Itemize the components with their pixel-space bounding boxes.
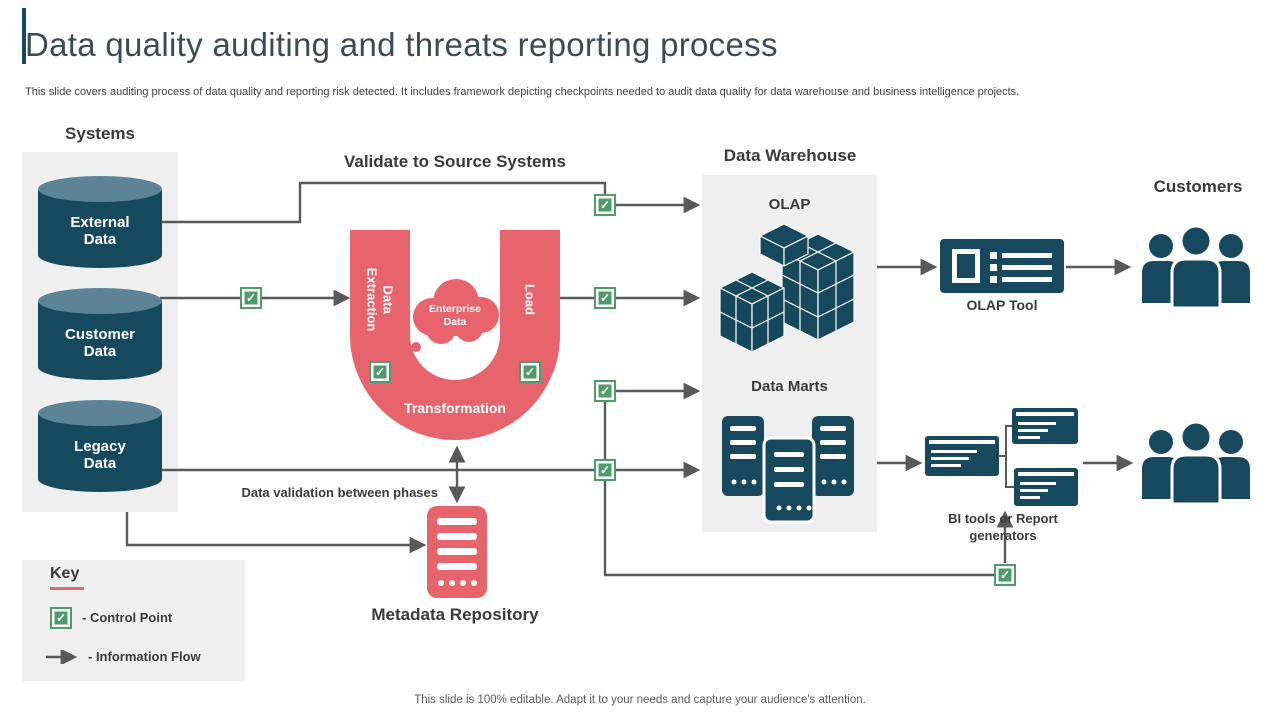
cylinder-top <box>38 400 162 426</box>
etl-u-shape <box>350 230 560 440</box>
key-title-underline <box>50 587 84 590</box>
page-title: Data quality auditing and threats report… <box>25 26 778 63</box>
key-information-flow-label: - Information Flow <box>88 649 201 664</box>
customers-icon-bottom <box>1142 420 1250 506</box>
footer-note: This slide is 100% editable. Adapt it to… <box>414 694 866 706</box>
data-marts-icon <box>722 416 854 524</box>
transformation-label: Transformation <box>404 400 506 416</box>
control-point-checkbox <box>594 380 616 402</box>
metadata-repository-label: Metadata Repository <box>371 605 539 624</box>
data-validation-label: Data validation between phases <box>241 485 438 500</box>
database-external-data: External Data <box>38 176 162 268</box>
validate-header: Validate to Source Systems <box>343 152 567 171</box>
control-point-checkbox <box>50 607 72 629</box>
cylinder-top <box>38 288 162 314</box>
control-point-checkbox <box>994 564 1016 586</box>
key-panel: Key - Control Point - Information Flow <box>22 560 245 681</box>
systems-header: Systems <box>65 124 135 143</box>
data-marts-label: Data Marts <box>751 378 828 395</box>
data-warehouse-header: Data Warehouse <box>723 146 857 165</box>
control-point-checkbox <box>594 459 616 481</box>
enterprise-data-cloud-icon <box>402 279 499 359</box>
control-point-checkbox <box>594 287 616 309</box>
bi-report-window-left <box>925 436 999 476</box>
customers-icon-top <box>1142 224 1250 310</box>
control-point-checkbox <box>519 361 541 383</box>
metadata-repository-icon <box>427 506 487 598</box>
bi-tools-icon <box>925 408 1078 506</box>
database-legacy-data: Legacy Data <box>38 400 162 492</box>
load-label: Load <box>522 283 538 316</box>
customers-header: Customers <box>1153 177 1243 196</box>
accent-bar <box>22 8 26 64</box>
flow-legacy-to-metadata <box>125 512 427 554</box>
database-customer-data: Customer Data <box>38 288 162 380</box>
key-control-point-label: - Control Point <box>82 610 173 625</box>
slide-subtitle: This slide covers auditing process of da… <box>25 86 1020 98</box>
flow-external-to-checkpoint <box>160 181 607 224</box>
database-label: External Data <box>70 214 130 249</box>
cylinder-top <box>38 176 162 202</box>
bi-report-window-bottom <box>1014 468 1078 506</box>
control-point-checkbox <box>369 361 391 383</box>
olap-tool-icon <box>940 239 1064 293</box>
control-point-checkbox <box>240 287 262 309</box>
enterprise-data-label: Enterprise Data <box>429 303 481 329</box>
data-extraction-label: Data Extraction <box>365 267 396 332</box>
database-label: Customer Data <box>64 326 135 361</box>
key-title: Key <box>50 565 80 582</box>
cylinder-body <box>38 413 162 492</box>
control-point-checkbox <box>594 194 616 216</box>
bi-report-window-top <box>1012 408 1078 444</box>
bi-tools-label: BI tools or Report generators <box>948 511 1058 543</box>
database-label: Legacy Data <box>74 438 126 473</box>
cylinder-body <box>38 189 162 268</box>
information-flow-icon <box>46 650 78 664</box>
cylinder-body <box>38 301 162 380</box>
olap-tool-label: OLAP Tool <box>966 297 1038 313</box>
information-flow-lines <box>125 181 1134 577</box>
olap-cube-icon <box>719 223 855 353</box>
olap-label: OLAP <box>768 196 811 213</box>
